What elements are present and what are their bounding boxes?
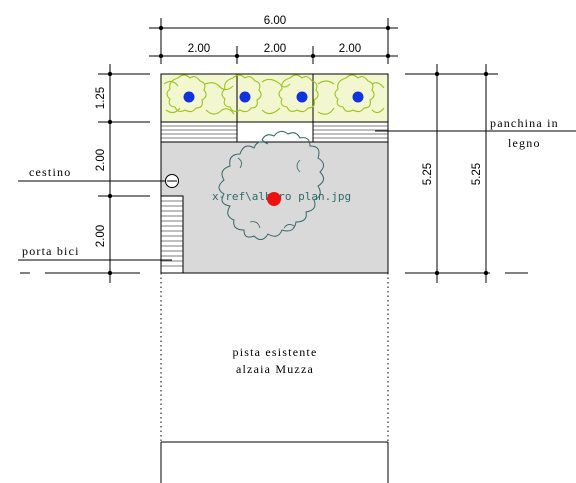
dim-left-2: 2.00 — [95, 149, 107, 171]
tree-marker-icon — [239, 91, 251, 103]
hedge-shrubs — [163, 74, 385, 115]
tree-marker-icon — [296, 91, 308, 103]
tree-marker-icon — [352, 91, 364, 103]
dim-total-width: 6.00 — [264, 15, 286, 27]
existing-path — [160, 273, 389, 483]
right-dimension-lines — [405, 64, 498, 283]
hedge-band — [160, 73, 389, 123]
dim-right-1: 5.25 — [422, 163, 434, 185]
center-point-icon — [267, 192, 281, 206]
bin-label: cestino — [29, 165, 71, 179]
xref-label: x-ref\albero plan.jpg — [212, 190, 351, 203]
bench-right — [312, 121, 389, 143]
dim-module-1: 2.00 — [188, 43, 210, 55]
dim-left-3: 2.00 — [95, 225, 107, 247]
tree-canopy-outline — [218, 130, 324, 240]
path-label-line1: pista esistente — [233, 345, 318, 359]
dim-module-2: 2.00 — [264, 43, 286, 55]
bench-label-line2: legno — [508, 136, 541, 150]
plaza-area — [160, 141, 389, 274]
bike-rack-label: porta bici — [22, 244, 80, 258]
dim-left-1: 1.25 — [95, 87, 107, 109]
left-dimension-lines — [98, 64, 150, 283]
bench-label-line1: panchina in — [490, 116, 559, 130]
tree-marker-icon — [183, 91, 195, 103]
bench-left — [160, 121, 238, 143]
dim-module-3: 2.00 — [339, 43, 361, 55]
path-label-line2: alzaia Muzza — [236, 362, 314, 376]
bike-rack — [160, 195, 184, 274]
dim-right-2: 5.25 — [471, 163, 483, 185]
